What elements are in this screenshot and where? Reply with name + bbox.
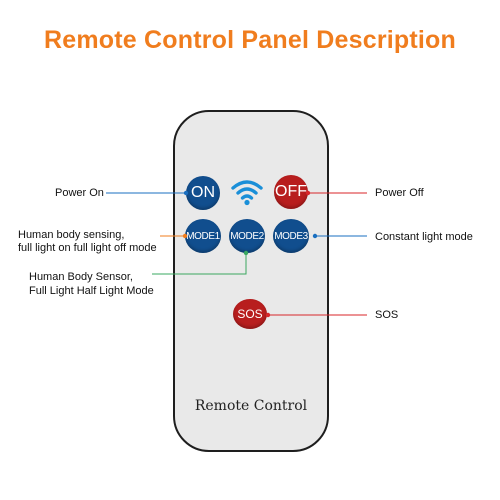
mode2-button[interactable]: MODE2 <box>229 219 265 253</box>
label-mode1-line1: Human body sensing, <box>18 229 125 241</box>
page-title: Remote Control Panel Description <box>43 26 456 54</box>
off-button[interactable]: OFF <box>274 175 308 209</box>
label-mode3: Constant light mode <box>375 231 473 243</box>
label-mode2-line2: Full Light Half Light Mode <box>29 285 154 297</box>
label-power-on: Power On <box>55 187 104 199</box>
callout-power-on <box>106 190 189 196</box>
callout-mode1 <box>160 233 188 239</box>
callout-mode2 <box>152 250 249 275</box>
callout-power-off <box>305 190 367 196</box>
label-mode2-line1: Human Body Sensor, <box>29 271 133 283</box>
mode1-button[interactable]: MODE1 <box>185 219 221 253</box>
label-power-off: Power Off <box>375 187 424 199</box>
on-button[interactable]: ON <box>186 176 220 210</box>
label-sos: SOS <box>375 309 399 321</box>
callout-sos <box>265 312 367 318</box>
callout-mode3 <box>312 233 367 239</box>
remote-control-body <box>173 110 329 452</box>
sos-button[interactable]: SOS <box>233 299 267 329</box>
label-mode1-line2: full light on full light off mode <box>18 242 157 254</box>
mode3-button[interactable]: MODE3 <box>273 219 309 253</box>
wifi-signal-icon <box>231 180 263 206</box>
remote-label: Remote Control <box>194 398 308 414</box>
